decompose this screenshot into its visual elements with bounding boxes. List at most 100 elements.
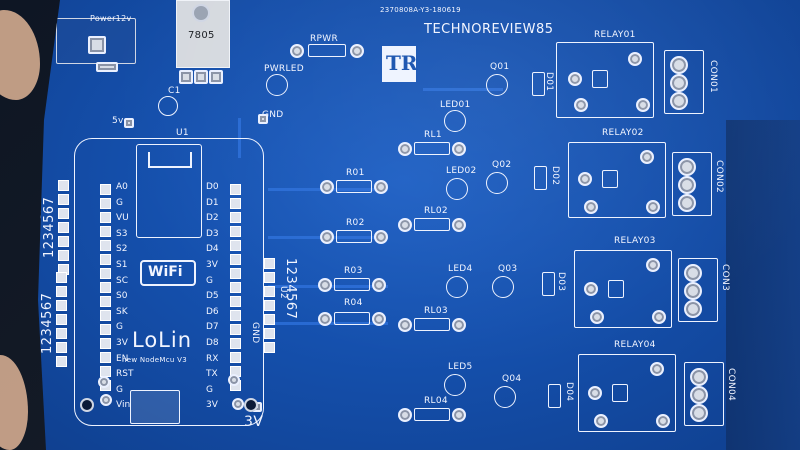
pin-pad	[100, 310, 111, 321]
rl03-label: RL03	[424, 306, 448, 316]
r02-pad	[374, 230, 388, 244]
rpwr-resistor	[308, 44, 346, 57]
pin-pad	[100, 296, 111, 307]
relay-pad	[636, 98, 650, 112]
con-pad	[690, 386, 708, 404]
rl03-resistor	[414, 318, 450, 331]
relay03-coil	[608, 280, 624, 298]
d03-diode	[542, 272, 555, 296]
regulator-pin	[179, 70, 193, 84]
relay02-label: RELAY02	[602, 128, 644, 138]
rl02-pad	[452, 218, 466, 232]
relay03-label: RELAY03	[614, 236, 656, 246]
pin-label: D7	[206, 322, 219, 333]
pin-pad	[230, 352, 241, 363]
power-label: Power12v	[90, 14, 132, 23]
pin-label: G	[116, 322, 123, 333]
pin-pad	[58, 208, 69, 219]
d01-diode	[532, 72, 545, 96]
board-title: TECHNOREVIEW85	[424, 22, 554, 37]
con01-outline	[664, 50, 704, 114]
pin-pad	[230, 324, 241, 335]
pin-label: G	[206, 275, 213, 286]
q04-label: Q04	[502, 374, 522, 384]
module-left-pins	[100, 184, 111, 391]
gnd-label: GND	[262, 110, 284, 120]
q01-label: Q01	[490, 62, 510, 72]
pin-pad	[100, 184, 111, 195]
pin-pad	[264, 286, 275, 297]
regulator-7805	[176, 0, 230, 68]
r04-pad	[372, 312, 386, 326]
pin-pad	[56, 272, 67, 283]
led5-outline	[444, 374, 466, 396]
module-right-pins	[230, 184, 241, 391]
con-pad	[690, 404, 708, 422]
pin-label: Vin	[116, 400, 131, 411]
u4-label: U4	[30, 307, 40, 320]
pin-pad	[100, 338, 111, 349]
con-pad	[678, 194, 696, 212]
led02-outline	[446, 178, 468, 200]
q02-outline	[486, 172, 508, 194]
con-pad	[670, 56, 688, 74]
con3-label: CON3	[720, 264, 730, 292]
logo-text: TR	[386, 51, 418, 75]
pin-label: 3V	[116, 337, 128, 348]
pin-label: D3	[206, 228, 219, 239]
con03-outline	[678, 258, 718, 322]
u3-header	[58, 180, 69, 275]
pin-pad	[100, 254, 111, 265]
relay01-outline	[556, 42, 654, 118]
relay04-outline	[578, 354, 676, 432]
pin-pad	[56, 328, 67, 339]
pin-pad	[230, 296, 241, 307]
con-pad	[690, 368, 708, 386]
pin-label: 3V	[206, 400, 218, 411]
pin-pad	[230, 184, 241, 195]
pin-label: RX	[206, 353, 219, 364]
rl04-pad	[398, 408, 412, 422]
pin-label: D0	[206, 182, 219, 192]
pwrled-label: PWRLED	[264, 64, 305, 74]
pin-pad	[100, 240, 111, 251]
pin-pad	[230, 198, 241, 209]
pin-label: 3V	[206, 259, 218, 270]
r01-pad	[320, 180, 334, 194]
pin-label: D2	[206, 213, 219, 224]
pin-label: S2	[116, 244, 128, 255]
u3-label: U3	[34, 207, 44, 220]
relay04-coil	[612, 384, 628, 402]
d02-diode	[534, 166, 547, 190]
relay-pad	[656, 414, 670, 428]
button-pad	[100, 394, 112, 406]
pin-pad	[56, 300, 67, 311]
regulator-pin	[209, 70, 223, 84]
nodemcu-outline	[74, 138, 264, 426]
pin-pad	[230, 310, 241, 321]
module-right-pin-labels: D0 D1 D2 D3 D4 3V G D5 D6 D7 D8 RX TX G …	[206, 180, 219, 414]
relay01-coil	[592, 70, 608, 88]
r04-resistor	[334, 312, 370, 325]
u2-label: U2	[278, 286, 288, 299]
pin-label: G	[116, 197, 123, 208]
pin-pad	[230, 338, 241, 349]
r02-pad	[320, 230, 334, 244]
relay-pad	[584, 282, 598, 296]
pin-pad	[264, 300, 275, 311]
regulator-pin	[194, 70, 208, 84]
rl1-pad	[398, 142, 412, 156]
r03-resistor	[334, 278, 370, 291]
d04-diode	[548, 384, 561, 408]
pin-pad	[56, 314, 67, 325]
relay-pad	[588, 386, 602, 400]
relay01-label: RELAY01	[594, 30, 636, 40]
rl04-label: RL04	[424, 396, 448, 406]
rl04-pad	[452, 408, 466, 422]
pin-pad	[56, 356, 67, 367]
mounting-hole	[244, 398, 258, 412]
button-pad	[228, 374, 240, 386]
q04-outline	[494, 386, 516, 408]
pcb-board: 2370808A-Y3-180619 TECHNOREVIEW85 Power1…	[30, 0, 800, 450]
antenna-area	[136, 144, 202, 238]
